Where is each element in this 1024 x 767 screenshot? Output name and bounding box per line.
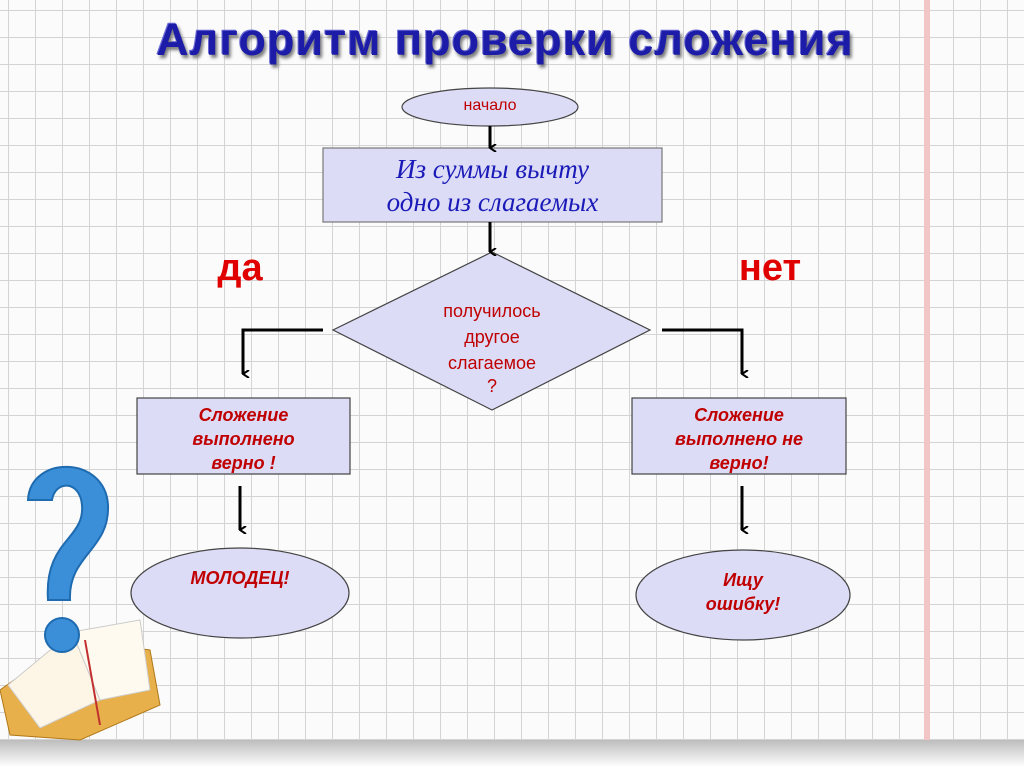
step-label: Из суммы вычту одно из слагаемых <box>323 153 662 219</box>
question-book-illustration <box>0 465 161 741</box>
margin-line <box>924 0 930 742</box>
step-line-1: Из суммы вычту <box>395 154 590 184</box>
no-end-line-2: ошибку! <box>705 594 781 614</box>
decision-line-4: ? <box>486 376 497 396</box>
no-label: нет <box>738 247 802 289</box>
no-box-label: Сложение выполнено не верно! <box>632 403 846 475</box>
yes-end-label: МОЛОДЕЦ! <box>190 568 290 588</box>
arrow-yes <box>241 328 323 374</box>
yes-box-line-3: верно ! <box>211 453 276 473</box>
decision-diamond <box>331 251 652 411</box>
no-box-line-2: выполнено не <box>674 429 804 449</box>
start-label: начало <box>463 97 517 114</box>
yes-box-line-1: Сложение <box>198 405 289 425</box>
yes-end-ellipse <box>130 547 350 639</box>
decision-line-3: слагаемое <box>447 353 537 373</box>
decision-label: получилось другое слагаемое ? <box>392 298 592 396</box>
no-box-line-3: верно! <box>709 453 769 473</box>
yes-box <box>136 397 351 475</box>
yes-box-line-2: выполнено <box>192 429 295 449</box>
yes-label: да <box>217 247 263 289</box>
decision-line-1: получилось <box>443 301 541 321</box>
no-box-line-1: Сложение <box>694 405 784 425</box>
no-end-line-1: Ищу <box>723 570 763 590</box>
yes-box-label: Сложение выполнено верно ! <box>137 403 350 475</box>
step-box <box>322 147 663 223</box>
decision-line-2: другое <box>464 327 520 347</box>
arrow-no <box>662 328 742 374</box>
no-end-ellipse <box>635 549 851 641</box>
step-line-2: одно из слагаемых <box>386 187 599 217</box>
no-end-label: Ищу ошибку! <box>636 568 850 616</box>
bottom-shadow <box>0 740 1024 767</box>
no-box <box>631 397 847 475</box>
slide-title: Алгоритм проверки сложения <box>156 14 854 65</box>
